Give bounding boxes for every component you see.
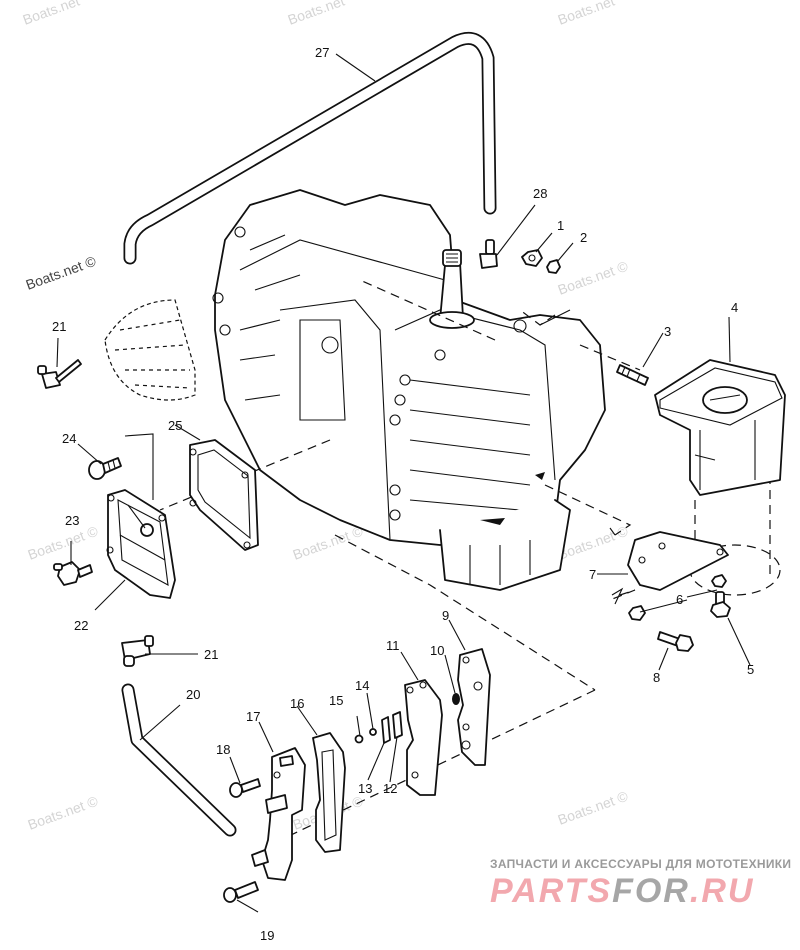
callouts: 27 28 1 2 4 3 21 24 25 23 22 7 6 5 8 21 … xyxy=(52,45,754,943)
part-5-screw xyxy=(710,591,731,618)
watermark: Boats.net © xyxy=(556,257,631,297)
watermark: Boats.net xyxy=(21,0,82,28)
brand-logo-for: FOR xyxy=(612,872,690,910)
part-23-fitting xyxy=(53,561,93,586)
part-20-hose xyxy=(121,683,237,837)
callout-12: 12 xyxy=(383,781,397,796)
callout-20: 20 xyxy=(186,687,200,702)
brand-logo: PARTSFOR.RU xyxy=(490,872,754,911)
brand-logo-parts: PARTS xyxy=(490,872,613,910)
part-7-bracket xyxy=(627,531,729,591)
callout-11: 11 xyxy=(386,638,400,653)
callout-17: 17 xyxy=(246,709,260,724)
watermark: Boats.net © xyxy=(26,522,101,562)
engine-block xyxy=(212,189,606,591)
part-6-nut xyxy=(628,574,727,621)
callout-3: 3 xyxy=(664,324,671,339)
callout-28: 28 xyxy=(533,186,547,201)
part-3-stud xyxy=(616,364,649,386)
part-2-nut xyxy=(546,259,561,274)
callout-14: 14 xyxy=(355,678,369,693)
callout-22: 22 xyxy=(74,618,88,633)
callout-24: 24 xyxy=(62,431,76,446)
callout-2: 2 xyxy=(580,230,587,245)
callout-21-lower: 21 xyxy=(204,647,218,662)
part-9-plate xyxy=(457,648,491,766)
part-12-reed xyxy=(392,711,403,739)
part-13-reed-stop xyxy=(381,716,391,744)
callout-10: 10 xyxy=(430,643,444,658)
brand-subtitle: ЗАПЧАСТИ И АКСЕССУАРЫ ДЛЯ МОТОТЕХНИКИ xyxy=(490,857,792,871)
callout-9: 9 xyxy=(442,608,449,623)
watermark: Boats.net © xyxy=(26,792,101,832)
callout-25: 25 xyxy=(168,418,182,433)
part-10-grommet xyxy=(452,693,460,705)
callout-5: 5 xyxy=(747,662,754,677)
ghost-reed-block xyxy=(104,299,196,401)
callout-27: 27 xyxy=(315,45,329,60)
callout-6: 6 xyxy=(676,592,683,607)
callout-15: 15 xyxy=(329,693,343,708)
part-21-fitting-upper xyxy=(37,359,82,389)
part-24-screw xyxy=(88,457,122,480)
part-15-screw xyxy=(354,734,364,744)
part-8-screw xyxy=(657,631,694,652)
part-27-hose xyxy=(123,32,497,265)
callout-7: 7 xyxy=(589,567,596,582)
part-18-screw xyxy=(229,778,261,798)
leader-lines xyxy=(56,53,751,913)
callout-8: 8 xyxy=(653,670,660,685)
watermark: Boats.net © xyxy=(24,252,99,292)
part-22-cover xyxy=(106,489,176,599)
part-25-gasket xyxy=(189,439,259,551)
watermark: Boats.net © xyxy=(291,522,366,562)
part-11-plate xyxy=(404,679,443,796)
part-28-fitting xyxy=(479,239,498,269)
callout-18: 18 xyxy=(216,742,230,757)
part-16-gasket xyxy=(312,732,346,853)
callout-21-upper: 21 xyxy=(52,319,66,334)
callout-23: 23 xyxy=(65,513,79,528)
part-4-adapter-plate xyxy=(654,359,786,496)
part-14-washer xyxy=(369,728,377,736)
callout-16: 16 xyxy=(290,696,304,711)
callout-13: 13 xyxy=(358,781,372,796)
watermark: Boats.net xyxy=(556,0,617,28)
part-1-nut xyxy=(521,249,543,267)
part-17-cover xyxy=(251,747,306,881)
part-19-screw xyxy=(223,881,259,903)
callout-4: 4 xyxy=(731,300,738,315)
part-21-fitting-lower xyxy=(121,635,154,667)
watermark: Boats.net xyxy=(286,0,347,28)
brand-logo-ru: .RU xyxy=(689,872,755,910)
callout-19: 19 xyxy=(260,928,274,943)
callout-1: 1 xyxy=(557,218,564,233)
watermark: Boats.net © xyxy=(556,787,631,827)
